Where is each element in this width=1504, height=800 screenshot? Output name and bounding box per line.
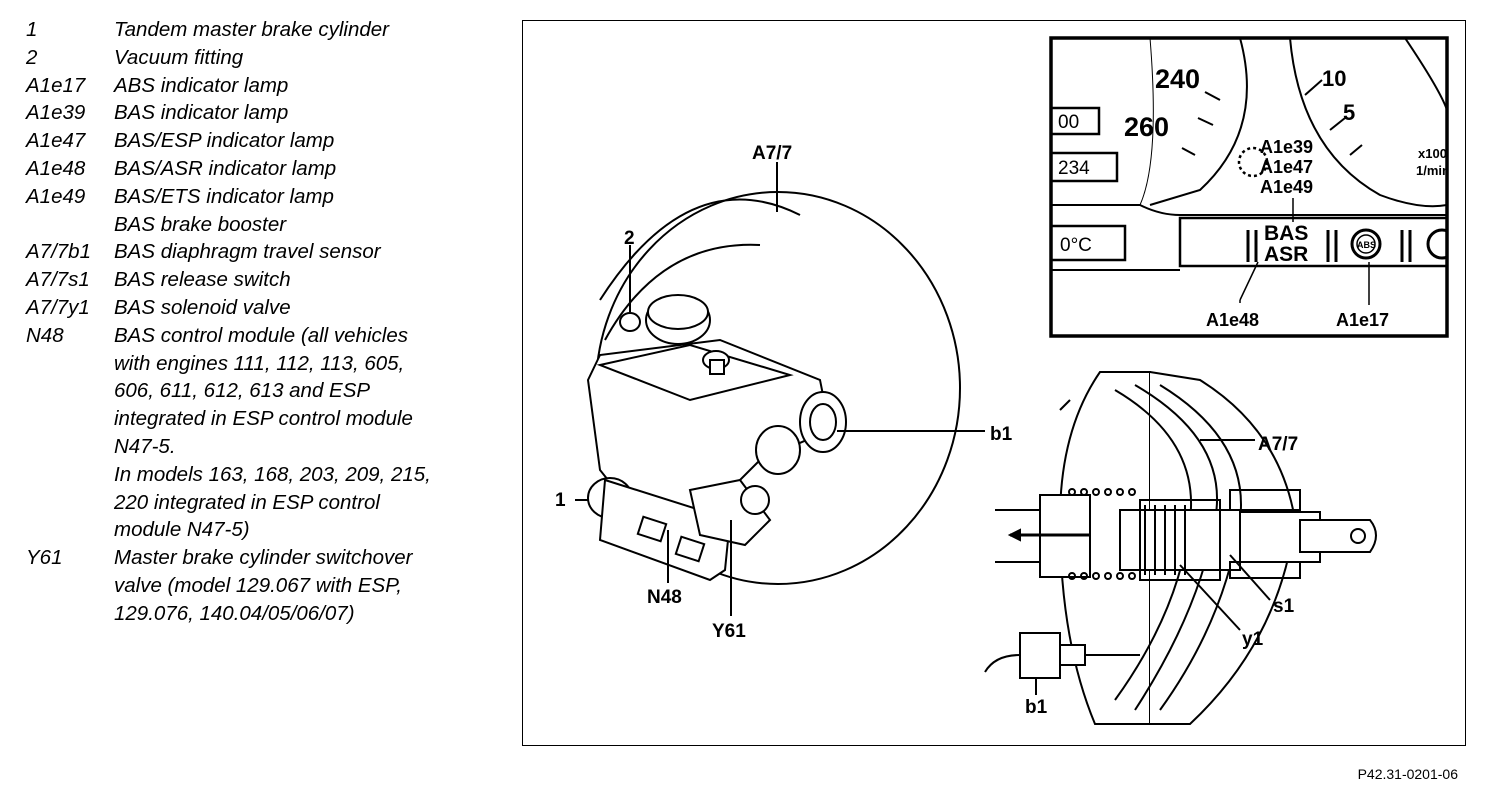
asr-lamp-text: ASR [1264,243,1308,266]
legend-row: A1e49 BAS/ETS indicator lamp [26,183,496,211]
legend-description: BAS release switch [114,268,291,292]
label-a7-7: A7/7 [752,143,792,164]
rpm-10-label: 10 [1322,66,1346,91]
legend-code: A7/7s1 [26,268,90,292]
legend-description: BAS/ETS indicator lamp [114,184,334,208]
legend-description: integrated in ESP control module [114,407,413,431]
label-y61: Y61 [712,621,746,642]
legend-description: Vacuum fitting [114,45,244,69]
odometer-display-2: 234 [1058,158,1090,179]
legend-row: module N47-5) [26,516,496,544]
legend-code: A7/7b1 [26,240,91,264]
legend-description: module N47-5) [114,518,250,542]
lamp-a1e17-label: A1e17 [1336,310,1389,330]
legend-code: Y61 [26,546,63,570]
legend-description: In models 163, 168, 203, 209, 215, [114,462,431,486]
brake-booster-illustration [575,162,985,616]
legend-code: 1 [26,18,38,41]
legend-row: In models 163, 168, 203, 209, 215, [26,461,496,489]
legend-description: BAS indicator lamp [114,101,289,125]
odometer-display-1: 00 [1058,112,1079,133]
legend-row: 606, 611, 612, 613 and ESP [26,377,496,405]
legend-description: BAS solenoid valve [114,295,291,319]
legend-code: A1e48 [26,156,86,180]
legend-description: Master brake cylinder switchover [114,546,413,570]
legend-row: 129.076, 140.04/05/06/07) [26,600,496,628]
legend-description: valve (model 129.067 with ESP, [114,573,402,597]
legend-row: 220 integrated in ESP control [26,489,496,517]
legend-description: BAS diaphragm travel sensor [114,240,381,264]
legend-description: BAS/ASR indicator lamp [114,156,337,180]
lamp-a1e48-label: A1e48 [1206,310,1259,330]
label-a7-7-section: A7/7 [1258,434,1298,455]
label-vacuum-fitting: 2 [624,228,635,249]
legend-row: A1e48 BAS/ASR indicator lamp [26,155,496,183]
legend-row: Y61 Master brake cylinder switchover [26,544,496,572]
rpm-unit-label-2: 1/min [1416,163,1450,178]
legend-row: valve (model 129.067 with ESP, [26,572,496,600]
temperature-display: 0°C [1060,235,1092,256]
legend-code: A1e39 [26,101,86,125]
legend-description: ABS indicator lamp [114,73,289,97]
legend-description: BAS control module (all vehicles [114,323,408,347]
legend-row: BAS brake booster [26,211,496,239]
legend-description: 606, 611, 612, 613 and ESP [114,379,371,403]
abs-lamp-text: ABS [1357,240,1376,250]
label-s1: s1 [1273,596,1295,617]
lamp-a1e49-label: A1e49 [1260,177,1313,197]
label-y1: y1 [1242,629,1264,650]
legend-row: A1e39 BAS indicator lamp [26,99,496,127]
legend-code: N48 [26,323,64,347]
legend-row: A7/7y1 BAS solenoid valve [26,294,496,322]
rpm-unit-label-1: x100 [1418,146,1447,161]
legend-code: 2 [26,45,38,69]
legend-description: N47-5. [114,434,176,458]
legend-description: 220 integrated in ESP control [114,490,380,514]
legend-code: A1e17 [26,73,86,97]
label-n48: N48 [647,587,682,608]
rpm-5-label: 5 [1343,100,1355,125]
legend-row: integrated in ESP control module [26,405,496,433]
legend-description: BAS/ESP indicator lamp [114,129,335,153]
legend-row: N47-5. [26,433,496,461]
legend-description: with engines 111, 112, 113, 605, [114,351,405,375]
legend-description: Tandem master brake cylinder [114,18,389,41]
legend-code: A1e49 [26,184,86,208]
diagram-frame [522,20,1466,746]
legend-row: A7/7s1 BAS release switch [26,266,496,294]
booster-cross-section [984,371,1377,725]
label-b1: b1 [990,424,1013,445]
vacuum-fitting [619,312,641,332]
legend-row: 2 Vacuum fitting [26,44,496,72]
legend-row: with engines 111, 112, 113, 605, [26,350,496,378]
legend-description: BAS brake booster [114,212,287,236]
lamp-a1e39-label: A1e39 [1260,137,1313,157]
label-b1-section: b1 [1025,697,1048,718]
speed-240-label: 240 [1155,64,1200,94]
bas-lamp-text: BAS [1264,222,1308,245]
legend-row: A7/7b1 BAS diaphragm travel sensor [26,238,496,266]
speed-260-label: 260 [1124,112,1169,142]
legend-row: 1 Tandem master brake cylinder [26,16,496,44]
speedometer-dial [1149,38,1248,206]
legend-code: A1e47 [26,129,86,153]
legend-description: 129.076, 140.04/05/06/07) [114,601,355,625]
tachometer-dial [1289,38,1447,208]
lamp-a1e47-label: A1e47 [1260,157,1313,177]
legend-code: A7/7y1 [26,295,90,319]
legend: 1 Tandem master brake cylinder 2 Vacuum fit… [26,16,496,628]
legend-row: A1e47 BAS/ESP indicator lamp [26,127,496,155]
instrument-cluster-inset: 240 260 10 5 x100 1/min 00 234 0°C A1e39… [1049,36,1450,338]
label-master-cylinder: 1 [555,490,566,511]
figure-reference: P42.31-0201-06 [1357,766,1458,782]
legend-row: A1e17 ABS indicator lamp [26,72,496,100]
legend-row: N48 BAS control module (all vehicles [26,322,496,350]
